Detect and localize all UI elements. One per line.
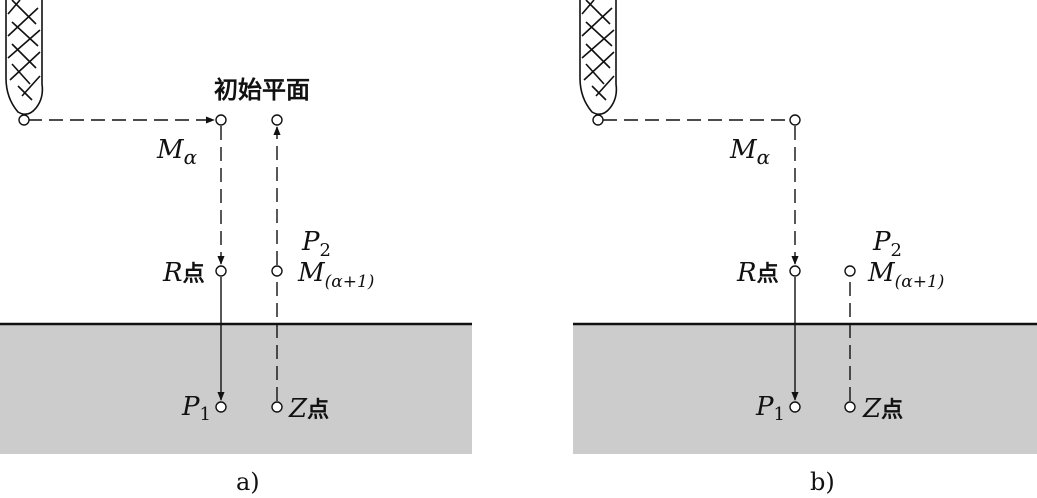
workpiece-b: [573, 324, 1037, 454]
p1-point-b: [789, 401, 801, 413]
workpiece-a: [0, 324, 472, 454]
r-point-label-a: R点: [162, 258, 205, 288]
m-next-point-a: [271, 265, 283, 277]
r-point-label-b: R点: [736, 258, 779, 288]
z-point-b: [844, 401, 856, 413]
panel-b: Mα P2 M(α+1) R点 P1 Z点 b): [573, 0, 1037, 496]
caption-b: b): [810, 468, 835, 496]
m-alpha-label-a: Mα: [156, 135, 198, 169]
m-next-label-b: M(α+1): [867, 258, 944, 292]
drill-bit-icon: [5, 0, 44, 116]
initial-plane-label: 初始平面: [214, 76, 310, 104]
p1-label-a: P1: [181, 392, 211, 425]
z-point-a: [271, 401, 283, 413]
p1-point-a: [215, 401, 227, 413]
z-point-label-b: Z点: [862, 394, 903, 424]
m-next-point-b: [844, 265, 856, 277]
panel-a: 初始平面 Mα P2 M(α+1) R点 P1 Z点 a): [0, 0, 472, 496]
caption-a: a): [236, 468, 260, 496]
r-point-a: [215, 265, 227, 277]
m-alpha-point-b: [789, 114, 801, 126]
r-point-b: [789, 265, 801, 277]
p1-label-b: P1: [755, 392, 785, 425]
m-next-label-a: M(α+1): [297, 258, 374, 292]
return-point-a: [271, 114, 283, 126]
m-alpha-label-b: Mα: [729, 135, 771, 169]
z-point-label-a: Z点: [288, 394, 329, 424]
p2-label-b: P2: [872, 227, 902, 261]
p2-label-a: P2: [301, 227, 331, 261]
drill-bit-icon: [579, 0, 618, 116]
m-alpha-point-a: [215, 114, 227, 126]
start-point-b: [592, 114, 604, 126]
start-point-a: [18, 114, 30, 126]
